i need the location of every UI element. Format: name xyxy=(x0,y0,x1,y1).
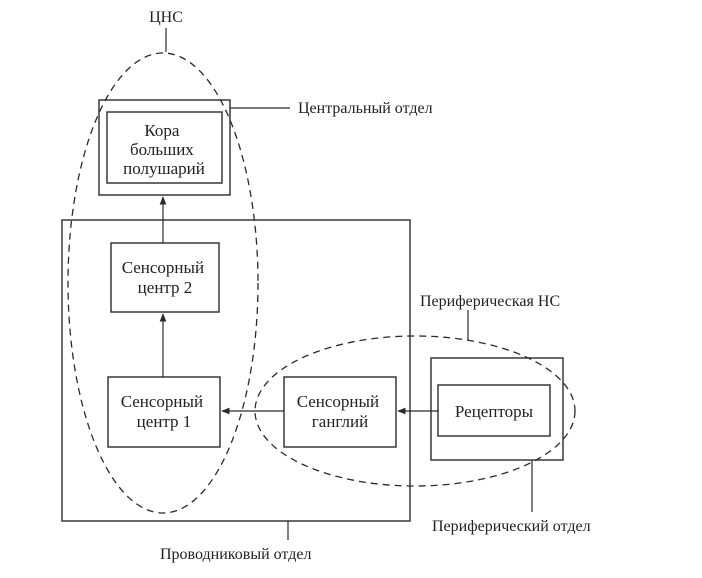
peripheral-ns-dashed-ellipse xyxy=(254,335,576,487)
sensory-center-2-box xyxy=(110,242,220,313)
sensory-ganglion-line-1: Сенсорный xyxy=(297,392,379,411)
conductive-section-label: Проводниковый отдел xyxy=(160,546,311,563)
sensory-center-1-text: Сенсорный центр 1 xyxy=(121,392,208,431)
cortex-text: Кора больших полушарий xyxy=(123,121,205,178)
sensory-ganglion-text: Сенсорный ганглий xyxy=(297,392,384,431)
sensory-center-1-line-1: Сенсорный xyxy=(121,392,203,411)
cortex-line-2: больших xyxy=(130,140,194,159)
sensory-ganglion-line-2: ганглий xyxy=(312,412,368,431)
central-section-label: Центральный отдел xyxy=(298,100,433,117)
peripheral-section-label: Периферический отдел xyxy=(432,518,591,535)
sensory-center-2-text: Сенсорный центр 2 xyxy=(122,258,209,297)
sensory-center-2-line-1: Сенсорный xyxy=(122,258,204,277)
cns-label: ЦНС xyxy=(149,9,183,26)
cortex-line-3: полушарий xyxy=(123,159,205,178)
conductive-section-box xyxy=(61,219,411,522)
peripheral-ns-label: Периферическая НС xyxy=(420,293,560,310)
cns-dashed-ellipse xyxy=(67,52,259,514)
sensory-ganglion-box xyxy=(283,376,397,448)
cortex-box xyxy=(106,111,223,184)
sensory-center-1-box xyxy=(107,376,221,448)
receptors-text: Рецепторы xyxy=(455,402,534,421)
sensory-center-1-line-2: центр 1 xyxy=(137,412,192,431)
sensory-center-2-line-2: центр 2 xyxy=(138,278,193,297)
cortex-line-1: Кора xyxy=(144,121,179,140)
